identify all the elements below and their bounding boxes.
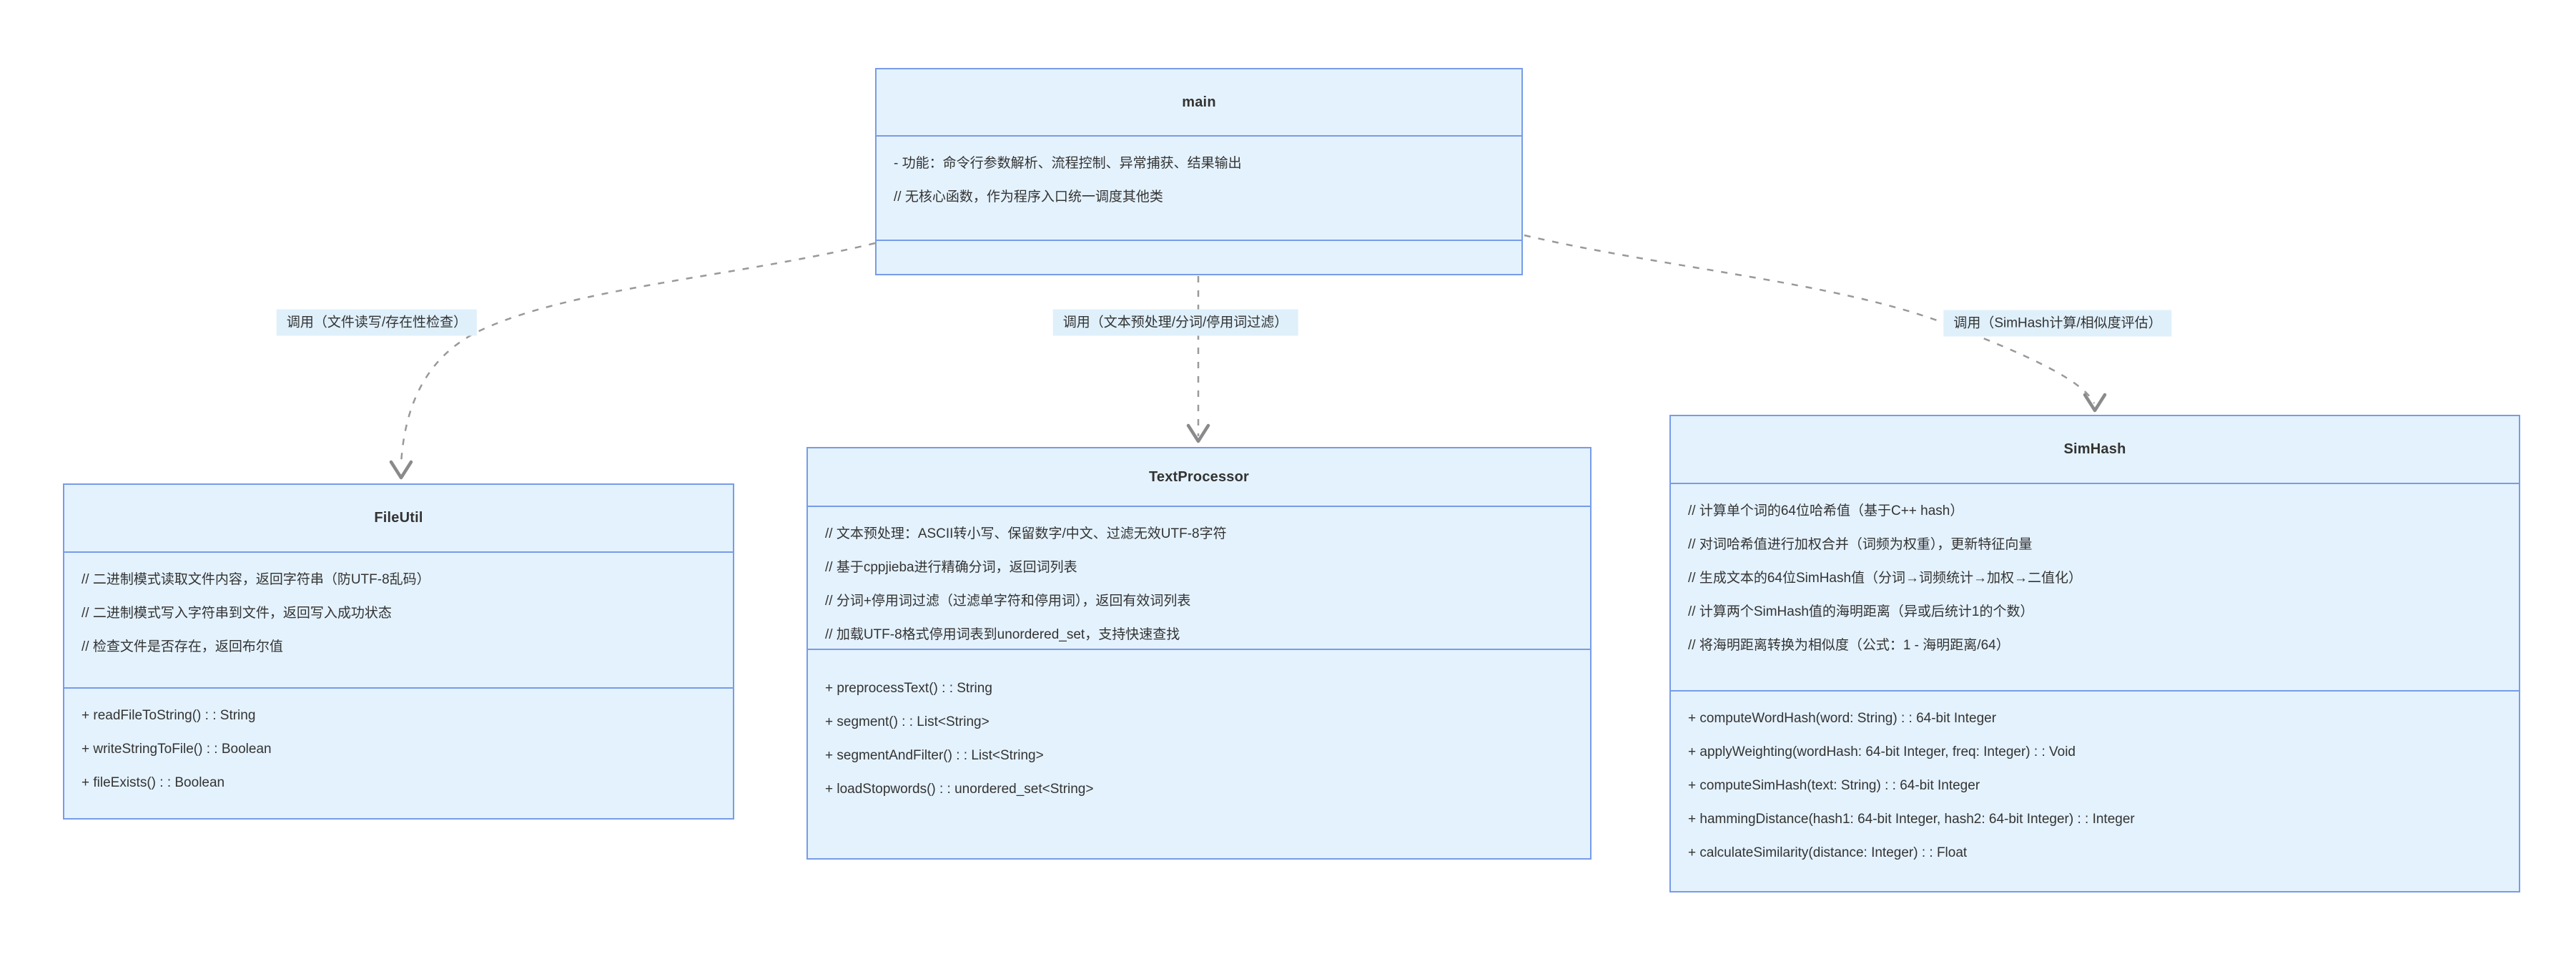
attribute-line: // 文本预处理：ASCII转小写、保留数字/中文、过滤无效UTF-8字符 [825,526,1227,541]
method-line: + computeWordHash(word: String) : : 64-b… [1688,711,1997,726]
method-line: + segment() : : List<String> [825,714,990,729]
arrowhead-simhash-icon [2083,393,2107,413]
class-title-main: main [877,69,1521,137]
class-title-fileutil: FileUtil [64,485,733,553]
attribute-line: // 基于cppjieba进行精确分词，返回词列表 [825,560,1077,575]
attribute-line: // 二进制模式写入字符串到文件，返回写入成功状态 [82,606,392,621]
attribute-line: // 生成文本的64位SimHash值（分词→词频统计→加权→二值化） [1688,571,2083,586]
class-attributes-textprocessor: // 文本预处理：ASCII转小写、保留数字/中文、过滤无效UTF-8字符 //… [808,507,1590,650]
class-attributes-main: - 功能：命令行参数解析、流程控制、异常捕获、结果输出 // 无核心函数，作为程… [877,137,1521,241]
attribute-line: // 无核心函数，作为程序入口统一调度其他类 [894,190,1163,205]
attribute-line: // 分词+停用词过滤（过滤单字符和停用词），返回有效词列表 [825,594,1191,609]
method-line: + loadStopwords() : : unordered_set<Stri… [825,782,1094,797]
method-line: + fileExists() : : Boolean [82,775,225,790]
edge-label-simhash: 调用（SimHash计算/相似度评估） [1943,310,2172,337]
method-line: + readFileToString() : : String [82,708,256,723]
attribute-line: // 计算两个SimHash值的海明距离（异或后统计1的个数） [1688,604,2034,619]
edge-main-to-simhash [1524,234,2096,404]
class-title-textprocessor: TextProcessor [808,448,1590,507]
arrowhead-textprocessor-icon [1186,423,1210,443]
method-line: + applyWeighting(wordHash: 64-bit Intege… [1688,744,2076,759]
attribute-line: // 对词哈希值进行加权合并（词频为权重），更新特征向量 [1688,537,2033,552]
attribute-line: // 检查文件是否存在，返回布尔值 [82,639,283,654]
class-title-simhash: SimHash [1671,416,2519,484]
arrowhead-fileutil-icon [389,460,413,480]
class-node-simhash: SimHash // 计算单个词的64位哈希值（基于C++ hash） // 对… [1669,415,2520,892]
edge-main-to-fileutil [400,242,876,464]
edge-label-textprocessor: 调用（文本预处理/分词/停用词过滤） [1052,309,1298,336]
class-attributes-fileutil: // 二进制模式读取文件内容，返回字符串（防UTF-8乱码） // 二进制模式写… [64,553,733,689]
attribute-line: - 功能：命令行参数解析、流程控制、异常捕获、结果输出 [894,156,1242,171]
method-line: + hammingDistance(hash1: 64-bit Integer,… [1688,812,2135,827]
class-node-textprocessor: TextProcessor // 文本预处理：ASCII转小写、保留数字/中文、… [806,447,1592,860]
class-attributes-simhash: // 计算单个词的64位哈希值（基于C++ hash） // 对词哈希值进行加权… [1671,484,2519,692]
class-node-fileutil: FileUtil // 二进制模式读取文件内容，返回字符串（防UTF-8乱码） … [63,483,734,820]
method-line: + writeStringToFile() : : Boolean [82,742,272,757]
method-line: + preprocessText() : : String [825,681,992,696]
class-methods-fileutil: + readFileToString() : : String + writeS… [64,689,733,818]
method-line: + segmentAndFilter() : : List<String> [825,748,1044,763]
attribute-line: // 二进制模式读取文件内容，返回字符串（防UTF-8乱码） [82,572,430,587]
class-methods-textprocessor: + preprocessText() : : String + segment(… [808,650,1590,858]
class-methods-main [877,241,1521,274]
attribute-line: // 计算单个词的64位哈希值（基于C++ hash） [1688,503,1964,518]
method-line: + calculateSimilarity(distance: Integer)… [1688,845,1968,860]
attribute-line: // 加载UTF-8格式停用词表到unordered_set，支持快速查找 [825,627,1180,642]
method-line: + computeSimHash(text: String) : : 64-bi… [1688,778,1980,793]
edge-label-fileutil: 调用（文件读写/存在性检查） [276,309,478,336]
class-node-main: main - 功能：命令行参数解析、流程控制、异常捕获、结果输出 // 无核心函… [875,68,1523,275]
attribute-line: // 将海明距离转换为相似度（公式：1 - 海明距离/64） [1688,638,2010,653]
class-methods-simhash: + computeWordHash(word: String) : : 64-b… [1671,692,2519,891]
